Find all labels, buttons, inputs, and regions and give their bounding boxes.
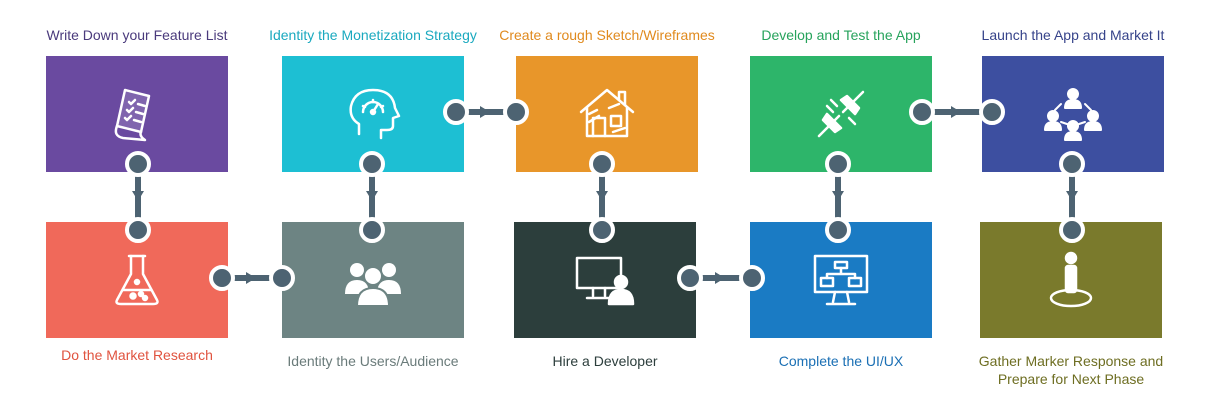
- arrow-down-icon: [366, 191, 378, 201]
- connector-joint: [589, 151, 615, 177]
- step-market-research-label: Do the Market Research: [61, 347, 213, 363]
- arrow-right-icon: [951, 106, 961, 118]
- arrow-right-icon: [246, 272, 256, 284]
- connector-joint: [677, 265, 703, 291]
- monitor-wireframe-icon: [809, 248, 873, 312]
- step-hire-developer-label: Hire a Developer: [552, 353, 658, 369]
- plug-connector-icon: [809, 82, 873, 146]
- connector-joint: [359, 151, 385, 177]
- step-gather-response-label: Gather Marker Response and Prepare for N…: [978, 353, 1164, 387]
- step-feature-list-box: [46, 56, 228, 172]
- arrow-down-icon: [832, 191, 844, 201]
- arrow-down-icon: [132, 191, 144, 201]
- connector-joint: [359, 217, 385, 243]
- arrow-right-icon: [715, 272, 725, 284]
- brain-gauge-icon: [341, 82, 405, 146]
- connector-joint: [825, 151, 851, 177]
- connector-joint: [1059, 217, 1085, 243]
- step-users-audience-label: Identity the Users/Audience: [287, 353, 459, 369]
- network-people-icon: [1041, 82, 1105, 146]
- connector-joint: [443, 99, 469, 125]
- user-group-icon: [341, 248, 405, 312]
- connector-joint: [739, 265, 765, 291]
- step-users-audience-box: [282, 222, 464, 338]
- location-person-icon: [1039, 248, 1103, 312]
- connector-joint: [269, 265, 295, 291]
- lab-flask-icon: [105, 248, 169, 312]
- connector-joint: [909, 99, 935, 125]
- connector-joint: [589, 217, 615, 243]
- connector-joint: [503, 99, 529, 125]
- arrow-down-icon: [596, 191, 608, 201]
- step-monetization-label: Identity the Monetization Strategy: [269, 27, 477, 43]
- arrow-down-icon: [1066, 191, 1078, 201]
- connector-joint: [825, 217, 851, 243]
- step-wireframes-label: Create a rough Sketch/Wireframes: [499, 27, 715, 43]
- house-sketch-icon: [575, 82, 639, 146]
- connector-joint: [125, 151, 151, 177]
- connector-joint: [125, 217, 151, 243]
- checklist-document-icon: [105, 82, 169, 146]
- step-launch-market-label: Launch the App and Market It: [981, 27, 1165, 43]
- step-develop-test-label: Develop and Test the App: [761, 27, 921, 43]
- connector-joint: [1059, 151, 1085, 177]
- step-feature-list-label: Write Down your Feature List: [46, 27, 228, 43]
- step-ui-ux-label: Complete the UI/UX: [778, 353, 904, 369]
- step-ui-ux-box: [750, 222, 932, 338]
- step-market-research-box: [46, 222, 228, 338]
- developer-computer-icon: [573, 248, 637, 312]
- connector-joint: [979, 99, 1005, 125]
- connector-joint: [209, 265, 235, 291]
- arrow-right-icon: [480, 106, 490, 118]
